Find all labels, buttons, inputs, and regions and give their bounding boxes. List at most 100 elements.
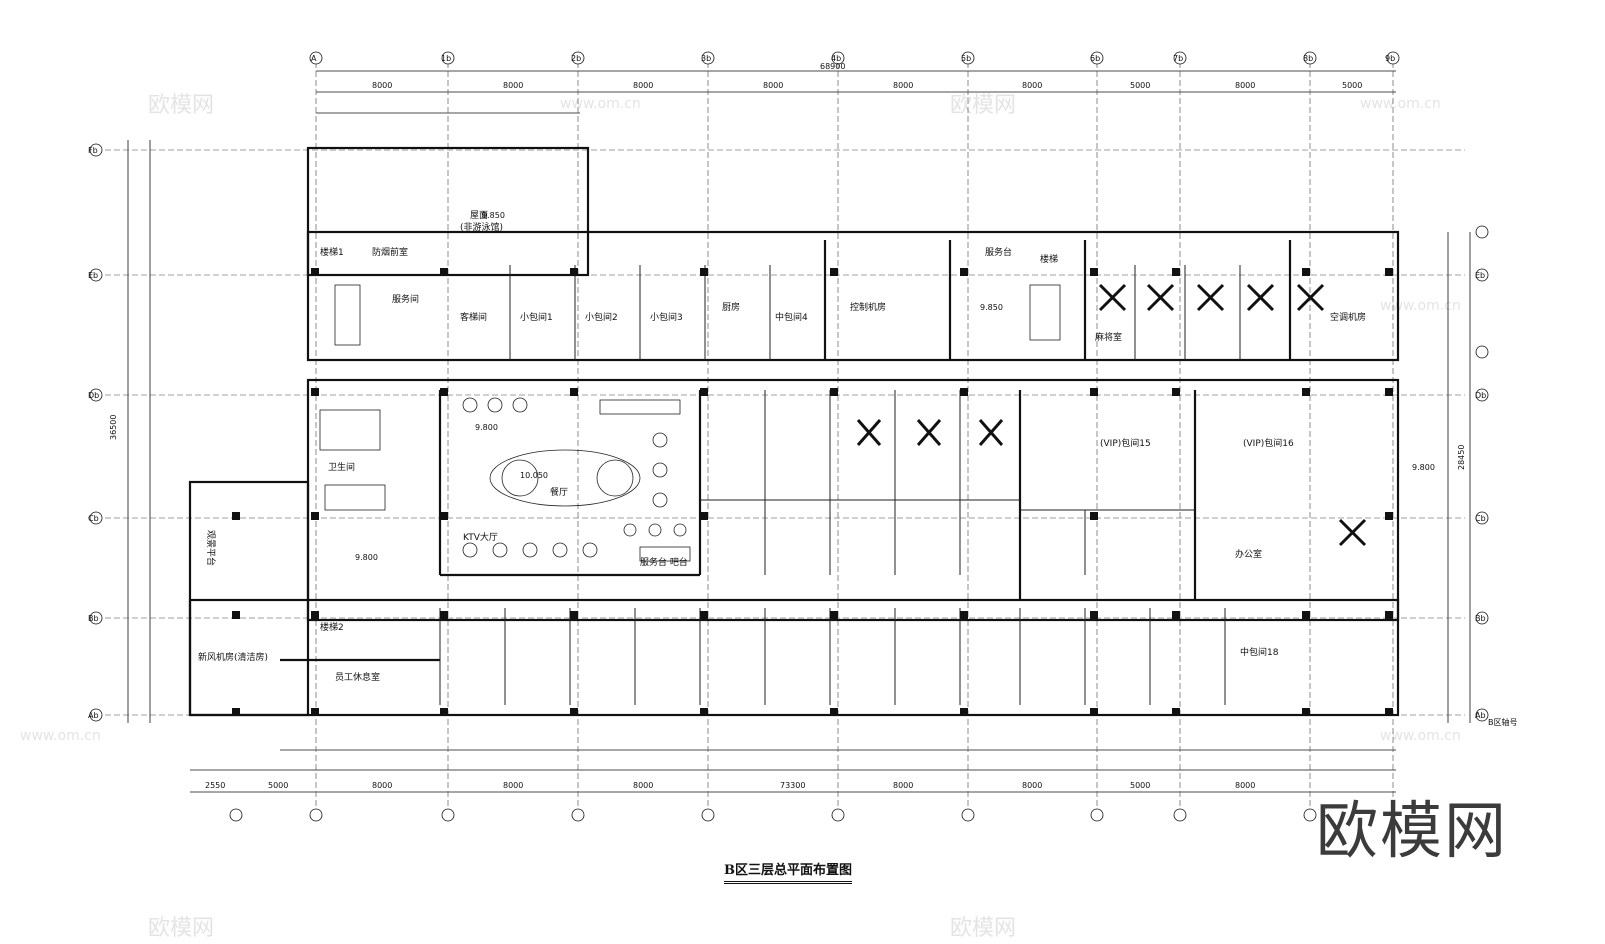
dim-text: 8000 <box>503 81 523 90</box>
elevation-text: 9.850 <box>980 303 1003 312</box>
room-label-office: 办公室 <box>1235 548 1262 560</box>
axis-labels: A 1b 2b 3b 4b 5b 6b 7b 8b 9b Fb Eb Db Cb… <box>88 54 1486 720</box>
axis-label: Ab <box>1475 711 1486 720</box>
elevation-text: 9.800 <box>1412 463 1435 472</box>
watermark-url: www.om.cn <box>1360 96 1441 112</box>
room-label-roof: 屋面 <box>470 210 488 221</box>
room-label-guest: 客梯间 <box>460 311 487 323</box>
room-label-service: 服务台 <box>985 246 1012 258</box>
elevation-marks: 9.850 9.800 9.850 9.800 9.800 10.050 <box>355 211 1435 562</box>
axis-label: Fb <box>88 146 98 155</box>
axis-label: A <box>311 54 317 63</box>
dimension-texts: 68900 8000 8000 8000 8000 8000 8000 5000… <box>109 62 1518 790</box>
dim-text: 8000 <box>1022 781 1042 790</box>
dim-text: 8000 <box>372 781 392 790</box>
room-label-stair-right: 楼梯 <box>1040 253 1058 265</box>
room-label-staff: 员工休息室 <box>335 671 380 683</box>
axis-label: Db <box>88 391 99 400</box>
room-label-small3: 小包间3 <box>650 311 683 323</box>
room-label-aircon: 空调机房 <box>1330 311 1366 323</box>
watermark-text: 欧模网 <box>950 916 1016 941</box>
total-width-top: 68900 <box>820 62 845 71</box>
dim-text: 8000 <box>372 81 392 90</box>
dim-text: 8000 <box>893 781 913 790</box>
drawing-title: B区三层总平面布置图 <box>724 859 852 884</box>
watermark-url: www.om.cn <box>560 96 641 112</box>
axis-label: 6b <box>1090 54 1100 63</box>
room-label-mahjong: 麻将室 <box>1095 331 1122 343</box>
dim-text: 8000 <box>763 81 783 90</box>
axis-bubbles <box>89 51 1489 822</box>
room-label-control: 控制机房 <box>850 301 886 313</box>
elevation-text: 10.050 <box>520 471 548 480</box>
room-label-roof-sub: (非游泳馆) <box>460 221 503 233</box>
room-label-big18: 中包间18 <box>1240 646 1279 658</box>
axis-label: Db <box>1475 391 1486 400</box>
dim-text: 5000 <box>268 781 288 790</box>
watermark-logo: 欧模网 <box>1316 794 1509 867</box>
watermark-text: 欧模网 <box>148 916 214 941</box>
room-label-stair1: 楼梯1 <box>320 246 344 258</box>
room-labels: 屋面 (非游泳馆) 楼梯1 防烟前室 服务间 客梯间 小包间1 小包间2 小包间… <box>198 210 1366 683</box>
axis-label: 3b <box>701 54 711 63</box>
building-walls <box>188 146 1400 717</box>
dim-text: 2550 <box>205 781 225 790</box>
room-label-vip16: (VIP)包间16 <box>1243 437 1294 449</box>
axis-label: 9b <box>1385 54 1395 63</box>
axis-label: Eb <box>88 271 98 280</box>
watermark-url: www.om.cn <box>1380 298 1461 314</box>
total-height-right: 28450 <box>1457 445 1466 470</box>
room-label-kitchen: 厨房 <box>722 301 740 313</box>
total-width-bottom: 73300 <box>780 781 805 790</box>
axis-label: Cb <box>88 514 99 523</box>
dim-text: 5000 <box>1130 781 1150 790</box>
watermark-url: www.om.cn <box>20 728 101 744</box>
dim-text: 8000 <box>893 81 913 90</box>
axis-label: Bb <box>88 614 99 623</box>
room-label-restroom: 卫生间 <box>328 461 355 473</box>
elevation-text: 9.800 <box>355 553 378 562</box>
total-height-left: 36500 <box>109 415 118 440</box>
axis-label: 1b <box>441 54 451 63</box>
room-label-vip15: (VIP)包间15 <box>1100 437 1151 449</box>
watermark-url: www.om.cn <box>1380 728 1461 744</box>
room-label-small2: 小包间2 <box>585 311 618 323</box>
axis-label: 4b <box>831 54 841 63</box>
room-label-smoke: 防烟前室 <box>372 246 408 258</box>
dim-text: 5000 <box>1342 81 1362 90</box>
dim-text: 8000 <box>1022 81 1042 90</box>
furniture-layer <box>319 284 1061 562</box>
axis-label: Ab <box>88 711 99 720</box>
axis-label: Cb <box>1475 514 1486 523</box>
top-dimension-chain <box>127 70 1471 793</box>
watermark-layer: 欧模网 欧模网 欧模网 欧模网 www.om.cn www.om.cn www.… <box>20 93 1461 941</box>
room-label-mid4: 中包间4 <box>775 311 808 323</box>
dim-text: 8000 <box>633 81 653 90</box>
watermark-text: 欧模网 <box>148 93 214 118</box>
dim-text: 5000 <box>1130 81 1150 90</box>
elevation-text: 9.800 <box>475 423 498 432</box>
room-label-bar: 服务台 吧台 <box>640 556 688 568</box>
axis-marker-label: B区轴号 <box>1488 717 1518 727</box>
room-label-fresh: 新风机房(清洁房) <box>198 651 268 663</box>
mahjong-tables <box>856 283 1367 547</box>
room-label-small1: 小包间1 <box>520 311 553 323</box>
structural-columns <box>232 268 1393 716</box>
axis-label: 5b <box>961 54 971 63</box>
dim-text: 8000 <box>1235 81 1255 90</box>
room-partitions <box>439 265 1241 705</box>
room-label-stair2: 楼梯2 <box>320 621 344 633</box>
axis-label: 7b <box>1173 54 1183 63</box>
dim-text: 8000 <box>1235 781 1255 790</box>
axis-label: Eb <box>1475 271 1485 280</box>
dim-text: 8000 <box>503 781 523 790</box>
watermark-text: 欧模网 <box>950 93 1016 118</box>
room-label-ktv: KTV大厅 <box>463 531 498 543</box>
room-label-reception: 服务间 <box>392 293 419 305</box>
room-label-dining: 餐厅 <box>550 486 568 498</box>
axis-label: 2b <box>571 54 581 63</box>
room-label-terrace: 观景平台 <box>205 530 217 566</box>
elevation-text: 9.850 <box>482 211 505 220</box>
axis-label: 8b <box>1303 54 1313 63</box>
